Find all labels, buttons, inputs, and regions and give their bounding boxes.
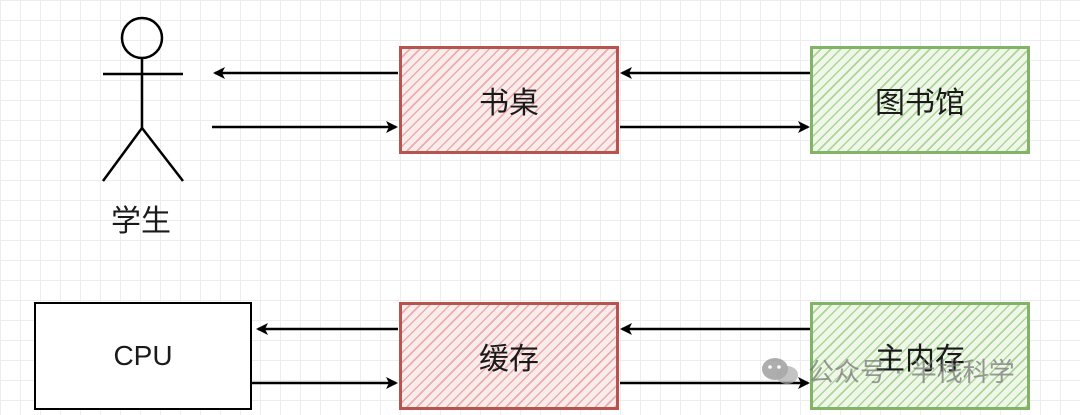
cache-box: 缓存 <box>399 302 619 410</box>
desk-box: 书桌 <box>399 46 619 154</box>
student-label: 学生 <box>111 204 171 239</box>
library-label: 图书馆 <box>875 86 965 121</box>
cache-label: 缓存 <box>479 342 539 377</box>
wechat-icon <box>762 357 798 384</box>
cpu-label: CPU <box>113 340 173 371</box>
student-stick-figure <box>101 16 184 182</box>
main-memory-label: 主内存 <box>875 342 965 377</box>
cpu-box: CPU <box>34 302 252 410</box>
watermark: 公众号 · 半栈科学 <box>760 352 1015 389</box>
desk-label: 书桌 <box>479 86 539 121</box>
watermark-text: 公众号 · 半栈科学 <box>808 358 1015 388</box>
library-box: 图书馆 <box>810 46 1030 154</box>
main-memory-box: 主内存 <box>810 302 1030 410</box>
